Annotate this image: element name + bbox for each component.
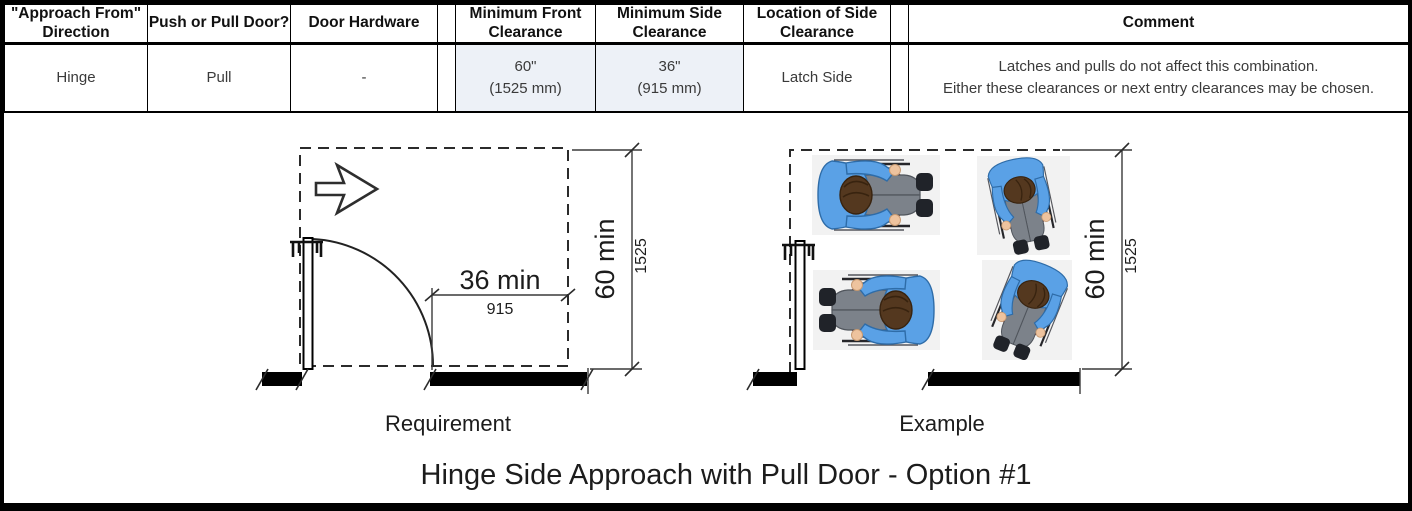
wall-segment <box>262 372 302 386</box>
cell-comment: Latches and pulls do not affect this com… <box>908 43 1409 113</box>
header-door-hardware: Door Hardware <box>290 4 438 45</box>
front-clearance-mm: (1525 mm) <box>489 80 562 97</box>
clearance-area-dashed-boundary <box>789 149 1060 373</box>
example-caption: Example <box>899 411 985 436</box>
table-header-row: "Approach From" Direction Push or Pull D… <box>4 4 1409 45</box>
wall-segment <box>753 372 797 386</box>
header-push-or-pull: Push or Pull Door? <box>147 4 291 45</box>
side-clearance-mm: (915 mm) <box>637 80 702 97</box>
cell-spacer-1 <box>437 43 456 113</box>
header-spacer-1 <box>437 4 456 45</box>
front-clearance-dimension: 60 min 1525 <box>572 142 650 377</box>
comment-line-1: Latches and pulls do not affect this com… <box>998 58 1319 76</box>
clearance-table: "Approach From" Direction Push or Pull D… <box>4 4 1409 113</box>
dim-915-label: 915 <box>487 301 514 318</box>
dim-1525-label: 1525 <box>633 238 650 274</box>
requirement-diagram: 36 min 915 60 min 1525 Requirement <box>255 142 650 436</box>
diagrams-svg: 36 min 915 60 min 1525 Requirement <box>255 142 1140 491</box>
dim-36-min-label: 36 min <box>459 265 540 295</box>
door-swing-arc <box>312 238 435 368</box>
cell-spacer-2 <box>890 43 909 113</box>
cell-front-clearance: 60" (1525 mm) <box>455 43 596 113</box>
dim-60-min-label: 60 min <box>1080 218 1110 299</box>
wall-segment <box>928 372 1080 386</box>
cell-hardware: - <box>290 43 438 113</box>
header-approach-direction: "Approach From" Direction <box>4 4 148 45</box>
door-leaf <box>794 240 806 370</box>
cell-push-pull: Pull <box>147 43 291 113</box>
door-leaf <box>302 237 314 370</box>
header-spacer-2 <box>890 4 909 45</box>
front-clearance-value: 60" <box>514 58 537 76</box>
wall-segment <box>430 372 587 386</box>
comment-line-2: Either these clearances or next entry cl… <box>942 80 1375 97</box>
example-diagram: 60 min 1525 Example <box>746 142 1140 436</box>
dim-60-min-label: 60 min <box>590 218 620 299</box>
front-clearance-dimension: 60 min 1525 <box>1062 142 1140 377</box>
cell-side-clearance: 36" (915 mm) <box>595 43 744 113</box>
requirement-caption: Requirement <box>385 411 511 436</box>
diagram-area: 36 min 915 60 min 1525 Requirement <box>4 113 1408 501</box>
diagram-title: Hinge Side Approach with Pull Door - Opt… <box>421 459 1032 491</box>
header-min-side-clearance: Minimum Side Clearance <box>595 4 744 45</box>
side-clearance-dimension: 36 min 915 <box>424 265 576 370</box>
cell-location: Latch Side <box>743 43 891 113</box>
header-comment: Comment <box>908 4 1409 45</box>
cell-approach: Hinge <box>4 43 148 113</box>
header-min-front-clearance: Minimum Front Clearance <box>455 4 596 45</box>
clearance-area-dashed-rect <box>299 147 569 367</box>
header-location-side-clearance: Location of Side Clearance <box>743 4 891 45</box>
approach-direction-arrow-icon <box>314 161 380 217</box>
table-data-row: Hinge Pull - 60" (1525 mm) 36" (915 mm) … <box>4 43 1409 113</box>
side-clearance-value: 36" <box>658 58 681 76</box>
dim-1525-label: 1525 <box>1123 238 1140 274</box>
